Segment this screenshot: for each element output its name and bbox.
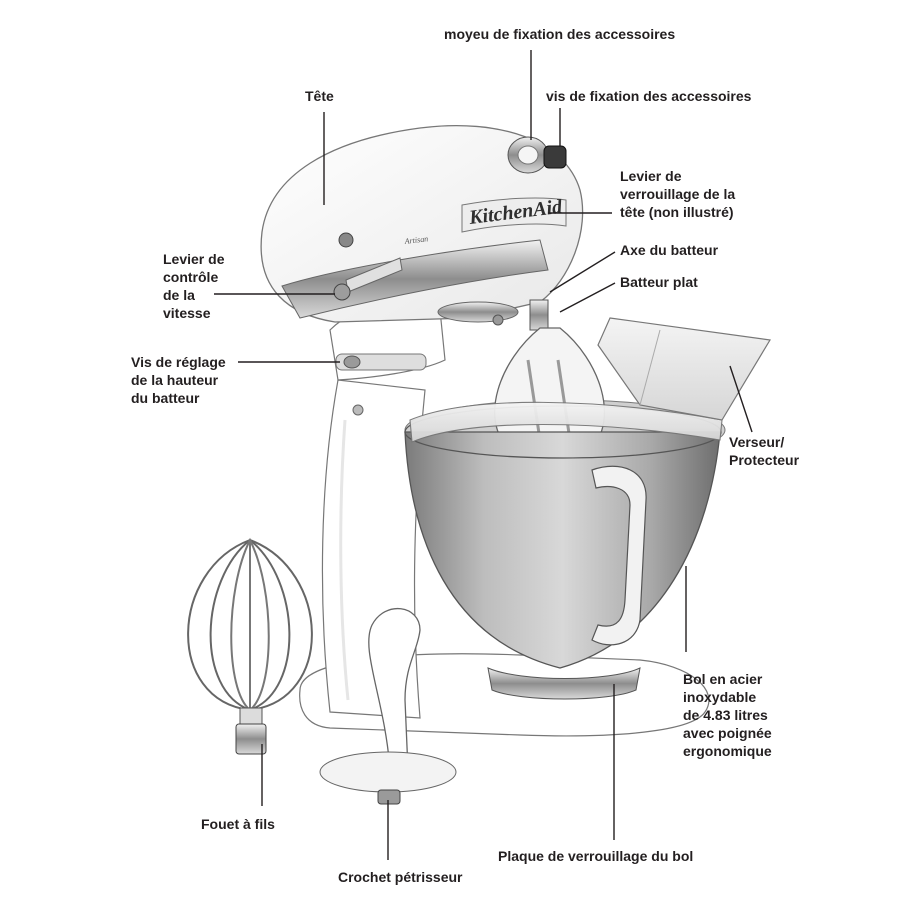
dough-hook <box>319 608 457 805</box>
label-tete: Tête <box>305 88 334 104</box>
hub-screw <box>543 145 567 169</box>
leader-batteur <box>559 282 616 313</box>
label-fouet: Fouet à fils <box>201 816 275 832</box>
label-plaque: Plaque de verrouillage du bol <box>498 848 694 864</box>
label-levier-verrou: Levier de verrouillage de la tête (non i… <box>620 168 736 220</box>
head-band <box>281 239 549 319</box>
pouring-chute <box>597 317 771 421</box>
label-vis-reglage: Vis de réglage de la hauteur du batteur <box>131 354 226 406</box>
label-crochet: Crochet pétrisseur <box>338 869 463 885</box>
bowl-handle <box>591 465 647 646</box>
label-levier-vitesse: Levier de contrôle de la vitesse <box>163 251 225 321</box>
label-moyeu: moyeu de fixation des accessoires <box>444 26 676 42</box>
label-verseur: Verseur/ Protecteur <box>729 434 800 468</box>
wire-whip <box>187 537 313 755</box>
leader-verseur <box>729 365 753 433</box>
model-logo: Artisan <box>403 234 428 246</box>
label-vis-fixation: vis de fixation des accessoires <box>546 88 752 104</box>
bowl-lock-plate <box>487 667 641 700</box>
label-batteur-plat: Batteur plat <box>620 274 698 290</box>
label-bol: Bol en acier inoxydable de 4.83 litres a… <box>683 671 772 759</box>
steel-bowl <box>404 431 721 669</box>
pouring-shield <box>409 401 723 443</box>
leader-axe <box>549 251 616 293</box>
label-axe-batteur: Axe du batteur <box>620 242 719 258</box>
